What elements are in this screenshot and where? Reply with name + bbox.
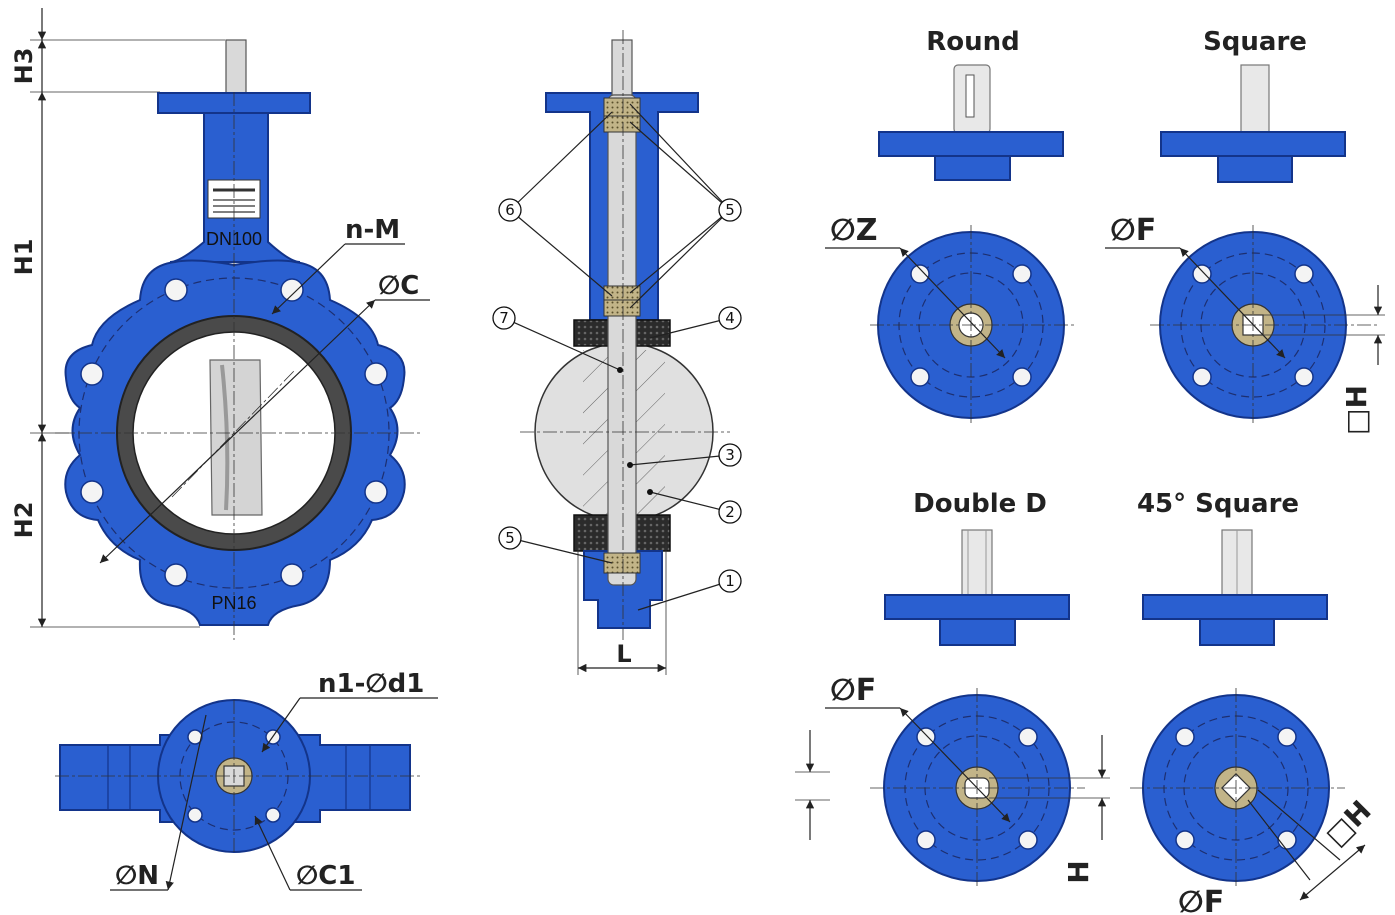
dim-h3: H3	[10, 48, 38, 85]
part-6: 6	[505, 201, 515, 219]
dim-h2: H2	[10, 502, 38, 539]
part-7: 7	[499, 309, 509, 327]
title-45-square: 45° Square	[1137, 489, 1299, 519]
callout-n1-d1: n1-∅d1	[318, 669, 424, 699]
callout-c: ∅C	[378, 271, 419, 301]
stem-45-square: 45° Square □H ∅F	[1130, 489, 1378, 915]
part-2: 2	[725, 503, 735, 521]
dim-double-d-f: ∅F	[830, 673, 876, 708]
callout-n: ∅N	[115, 861, 159, 891]
title-double-d: Double D	[913, 489, 1047, 519]
part-3: 3	[725, 446, 735, 464]
dim-h1: H1	[10, 239, 38, 276]
front-view: H3 H1 H2	[10, 8, 430, 640]
dim-double-d-h: H	[1062, 860, 1095, 883]
part-1: 1	[725, 572, 735, 590]
part-5-bottom: 5	[505, 529, 515, 547]
dim-square-f: ∅F	[1110, 213, 1156, 248]
section-stem-top	[611, 39, 633, 96]
dim-l: L	[616, 640, 631, 668]
title-square: Square	[1203, 27, 1307, 57]
stem-square: Square ∅F □H	[1105, 27, 1385, 435]
stem-round: Round ∅Z	[825, 27, 1075, 425]
disc	[209, 359, 263, 516]
part-markers: 1 2 3 4 5 5 6 7	[492, 198, 742, 593]
stem-top	[225, 39, 247, 95]
title-round: Round	[926, 27, 1020, 57]
dim-round-z: ∅Z	[830, 213, 877, 248]
part-4: 4	[725, 309, 735, 327]
size-label: DN100	[206, 229, 262, 249]
part-5-top: 5	[725, 201, 735, 219]
dim-45-square-f: ∅F	[1178, 885, 1224, 915]
pressure-label: PN16	[211, 593, 256, 613]
stem-double-d: Double D ∅F H	[795, 489, 1110, 888]
section-stem	[607, 94, 637, 586]
section-view: L 1 2 3 4 5	[492, 30, 742, 675]
callout-c1: ∅C1	[296, 861, 355, 891]
dim-square-h: □H	[1340, 385, 1373, 435]
callout-n-m: n-M	[345, 215, 400, 245]
top-view: n1-∅d1 ∅N ∅C1	[55, 669, 438, 891]
